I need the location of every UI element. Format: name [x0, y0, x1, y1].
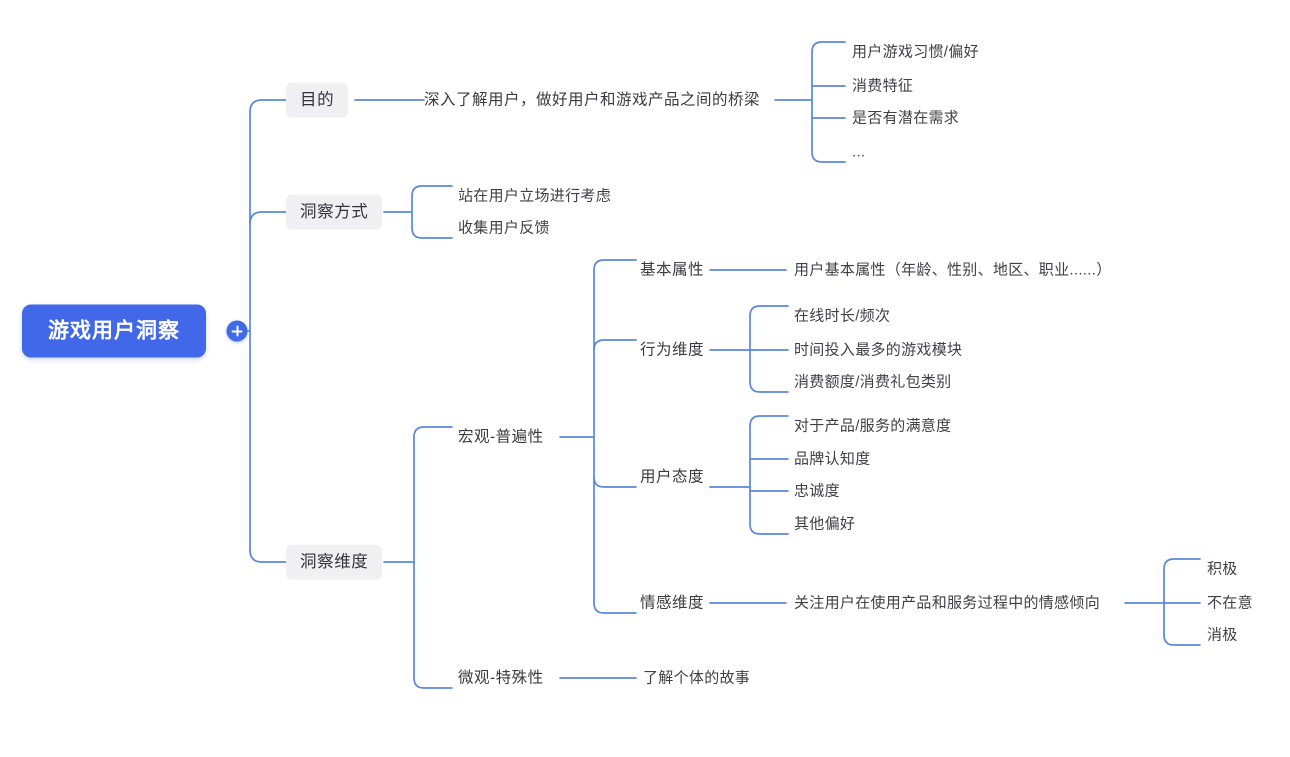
branch-node-dimension[interactable]: 洞察维度	[286, 544, 383, 580]
node-behavior[interactable]: 行为维度	[640, 341, 705, 359]
node-emotion[interactable]: 情感维度	[640, 594, 705, 612]
leaf-node-emotion-2[interactable]: 不在意	[1207, 594, 1253, 612]
leaf-node-method-2[interactable]: 收集用户反馈	[458, 219, 550, 237]
node-basic-attribute[interactable]: 基本属性	[640, 261, 705, 279]
leaf-node-behavior-2[interactable]: 时间投入最多的游戏模块	[794, 341, 963, 359]
node-macro[interactable]: 宏观-普遍性	[458, 428, 544, 446]
leaf-node-purpose-2[interactable]: 消费特征	[852, 77, 914, 95]
leaf-node-attitude-3[interactable]: 忠诚度	[794, 482, 840, 500]
leaf-node-emotion-detail[interactable]: 关注用户在使用产品和服务过程中的情感倾向	[794, 594, 1101, 612]
node-attitude[interactable]: 用户态度	[640, 468, 705, 486]
leaf-node-attitude-4[interactable]: 其他偏好	[794, 515, 856, 533]
leaf-node-attitude-1[interactable]: 对于产品/服务的满意度	[794, 417, 952, 435]
expand-root-button[interactable]	[226, 320, 248, 342]
leaf-node-behavior-1[interactable]: 在线时长/频次	[794, 307, 891, 325]
leaf-node-purpose-1[interactable]: 用户游戏习惯/偏好	[852, 43, 979, 61]
leaf-node-attitude-2[interactable]: 品牌认知度	[794, 450, 871, 468]
leaf-node-emotion-1[interactable]: 积极	[1207, 560, 1238, 578]
root-node[interactable]: 游戏用户洞察	[22, 304, 206, 358]
leaf-node-micro-1[interactable]: 了解个体的故事	[643, 669, 751, 687]
leaf-node-basic-attribute-detail[interactable]: 用户基本属性（年龄、性别、地区、职业......）	[794, 261, 1112, 279]
node-micro[interactable]: 微观-特殊性	[458, 669, 544, 687]
node-purpose-detail[interactable]: 深入了解用户，做好用户和游戏产品之间的桥梁	[424, 91, 761, 109]
leaf-node-behavior-3[interactable]: 消费额度/消费礼包类别	[794, 373, 952, 391]
leaf-node-method-1[interactable]: 站在用户立场进行考虑	[458, 187, 612, 205]
leaf-node-emotion-3[interactable]: 消极	[1207, 626, 1238, 644]
branch-node-purpose[interactable]: 目的	[286, 82, 349, 118]
leaf-node-purpose-4[interactable]: ...	[852, 143, 866, 161]
branch-node-method[interactable]: 洞察方式	[286, 194, 383, 230]
leaf-node-purpose-3[interactable]: 是否有潜在需求	[852, 109, 960, 127]
